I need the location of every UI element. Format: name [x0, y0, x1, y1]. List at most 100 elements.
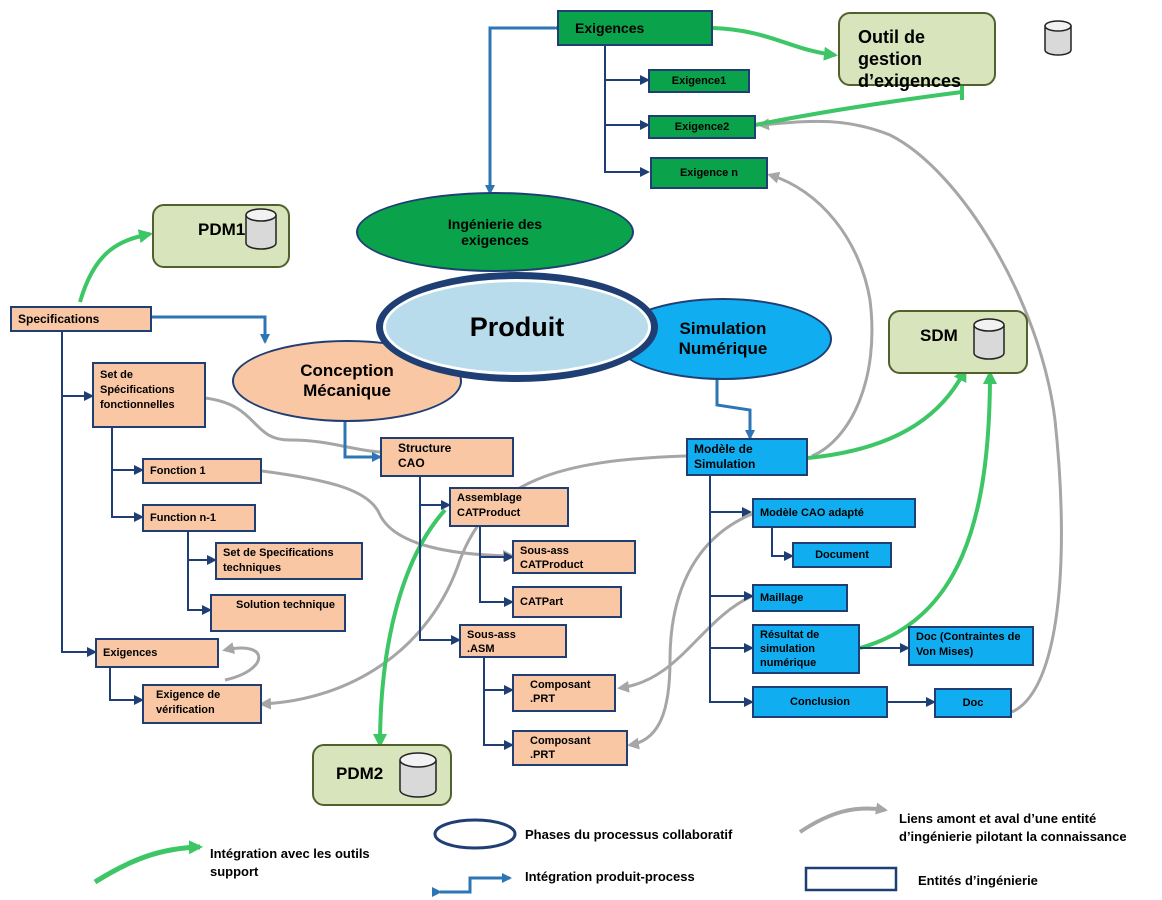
blue-link-exigences-ingenierie	[485, 23, 563, 195]
gray-link-fonction1-sousass	[261, 469, 515, 562]
entity-document-label: Document	[815, 549, 869, 561]
entity-fonction1: Fonction 1	[142, 458, 262, 484]
entity-function-n1: Function n-1	[142, 504, 256, 532]
entity-conclusion-label: Conclusion	[790, 696, 850, 708]
green-link-assemblage-pdm2	[373, 508, 447, 748]
entity-composant-prt-2-label: Composant .PRT	[530, 735, 591, 761]
gray-link-modele-exigencen	[767, 171, 874, 458]
tool-pdm2-label: PDM2	[336, 764, 384, 783]
database-icon	[973, 318, 1005, 360]
green-link-modele-sdm	[807, 367, 967, 460]
gray-link-exigverif-exigences	[222, 642, 261, 682]
entity-exigence1-label: Exigence1	[671, 75, 727, 87]
legend-blue-arrow	[432, 873, 512, 897]
legend-entites: Entités d’ingénierie	[918, 872, 1118, 890]
entity-set-spec-fonctionnelles-label: Set de Spécifications fonctionnelles	[100, 369, 175, 411]
entity-specifications: Specifications	[10, 306, 152, 332]
legend-integration-outils: Intégration avec les outils support	[210, 845, 400, 881]
entity-set-spec-techniques-label: Set de Specifications techniques	[223, 547, 334, 574]
entity-resultat-simulation-label: Résultat de simulation numérique	[760, 629, 820, 669]
phase-produit: Produit	[376, 272, 658, 382]
entity-composant-prt-2: Composant .PRT	[512, 730, 628, 766]
legend-rect-symbol	[804, 866, 898, 892]
entity-modele-cao-adapte-label: Modèle CAO adapté	[760, 507, 864, 519]
entity-catpart: CATPart	[512, 586, 622, 618]
entity-conclusion: Conclusion	[752, 686, 888, 718]
tool-sdm-label: SDM	[920, 326, 958, 345]
entity-doc-contraintes: Doc (Contraintes de Von Mises)	[908, 626, 1034, 666]
database-icon	[245, 208, 277, 250]
gray-link-modele-exigverif	[259, 454, 687, 710]
database-icon	[399, 752, 437, 798]
entity-modele-simulation-label: Modèle de Simulation	[694, 442, 756, 471]
entity-fonction1-label: Fonction 1	[150, 465, 206, 477]
entity-exigences-top-label: Exigences	[575, 20, 645, 36]
legend-liens-label: Liens amont et aval d’une entité d’ingén…	[899, 811, 1127, 844]
database-icon	[1044, 20, 1072, 56]
entity-solution-technique: Solution technique	[210, 594, 346, 632]
entity-resultat-simulation: Résultat de simulation numérique	[752, 624, 860, 674]
entity-doc-label: Doc	[962, 697, 984, 709]
entity-solution-technique-label: Solution technique	[236, 599, 335, 611]
legend-green-arrow	[93, 840, 203, 885]
legend-phases: Phases du processus collaboratif	[525, 826, 775, 844]
green-link-exigence2-outil	[754, 90, 963, 127]
blue-link-simulation-modele	[712, 372, 755, 440]
tool-outil-gestion-exigences: Outil de gestion d’exigences	[838, 12, 996, 91]
phase-ingenierie-exigences: Ingénierie des exigences	[356, 192, 634, 272]
entity-maillage-label: Maillage	[760, 592, 804, 604]
entity-assemblage-catproduct-label: Assemblage CATProduct	[457, 492, 522, 519]
tool-outil-gestion-label: Outil de gestion d’exigences	[858, 27, 962, 91]
entity-exigence-verification: Exigence de vérification	[142, 684, 262, 724]
entity-modele-cao-adapte: Modèle CAO adapté	[752, 498, 916, 528]
entity-sous-ass-catproduct-label: Sous-ass CATProduct	[520, 545, 584, 571]
blue-link-specs-conception	[144, 312, 270, 344]
green-link-specs-pdm1	[78, 229, 153, 303]
legend-integration-produit-process-label: Intégration produit-process	[525, 869, 695, 884]
phase-ingenierie-label: Ingénierie des exigences	[447, 216, 543, 248]
entity-doc-contraintes-label: Doc (Contraintes de Von Mises)	[916, 631, 1021, 658]
phase-conception-label: Conception Mécanique	[300, 361, 394, 400]
legend-liens: Liens amont et aval d’une entité d’ingén…	[899, 810, 1161, 846]
entity-composant-prt-1-label: Composant .PRT	[530, 679, 591, 705]
green-link-resultat-sdm	[859, 370, 997, 650]
entity-exigence1: Exigence1	[648, 69, 750, 93]
entity-exigences-top: Exigences	[557, 10, 713, 46]
legend-integration-outils-label: Intégration avec les outils support	[210, 846, 370, 879]
entity-catpart-label: CATPart	[520, 596, 564, 608]
entity-exigence2-label: Exigence2	[674, 121, 730, 133]
entity-structure-cao: Structure CAO	[380, 437, 514, 477]
entity-document: Document	[792, 542, 892, 568]
entity-set-spec-fonctionnelles: Set de Spécifications fonctionnelles	[92, 362, 206, 428]
tool-pdm1-label: PDM1	[198, 220, 246, 239]
legend-gray-arrow	[798, 802, 888, 834]
legend-entites-label: Entités d’ingénierie	[918, 873, 1038, 888]
entity-exigence-n-label: Exigence n	[679, 167, 739, 179]
legend-phases-label: Phases du processus collaboratif	[525, 827, 733, 842]
entity-exigence2: Exigence2	[648, 115, 756, 139]
entity-exigence-verification-label: Exigence de vérification	[156, 689, 221, 716]
entity-set-spec-techniques: Set de Specifications techniques	[215, 542, 363, 580]
tool-sdm: SDM	[888, 310, 1028, 374]
entity-assemblage-catproduct: Assemblage CATProduct	[449, 487, 569, 527]
phase-produit-label: Produit	[469, 311, 565, 342]
entity-exigences-spec: Exigences	[95, 638, 219, 668]
phase-simulation-label: Simulation Numérique	[678, 319, 768, 358]
entity-maillage: Maillage	[752, 584, 848, 612]
entity-sous-ass-asm-label: Sous-ass .ASM	[467, 629, 516, 655]
legend-ellipse-symbol	[433, 818, 517, 850]
gray-link-cao-composant2	[627, 512, 753, 750]
gray-link-maillage-composant1	[617, 594, 753, 693]
legend-integration-produit-process: Intégration produit-process	[525, 868, 775, 886]
entity-sous-ass-asm: Sous-ass .ASM	[459, 624, 567, 658]
entity-function-n1-label: Function n-1	[150, 512, 216, 524]
gray-link-doc-exigence2	[757, 118, 1063, 714]
entity-sous-ass-catproduct: Sous-ass CATProduct	[512, 540, 636, 574]
entity-exigences-spec-label: Exigences	[103, 647, 158, 659]
blue-link-conception-structure	[340, 412, 382, 462]
entity-specifications-label: Specifications	[18, 312, 100, 326]
entity-structure-cao-label: Structure CAO	[398, 441, 452, 470]
entity-modele-simulation: Modèle de Simulation	[686, 438, 808, 476]
entity-doc: Doc	[934, 688, 1012, 718]
